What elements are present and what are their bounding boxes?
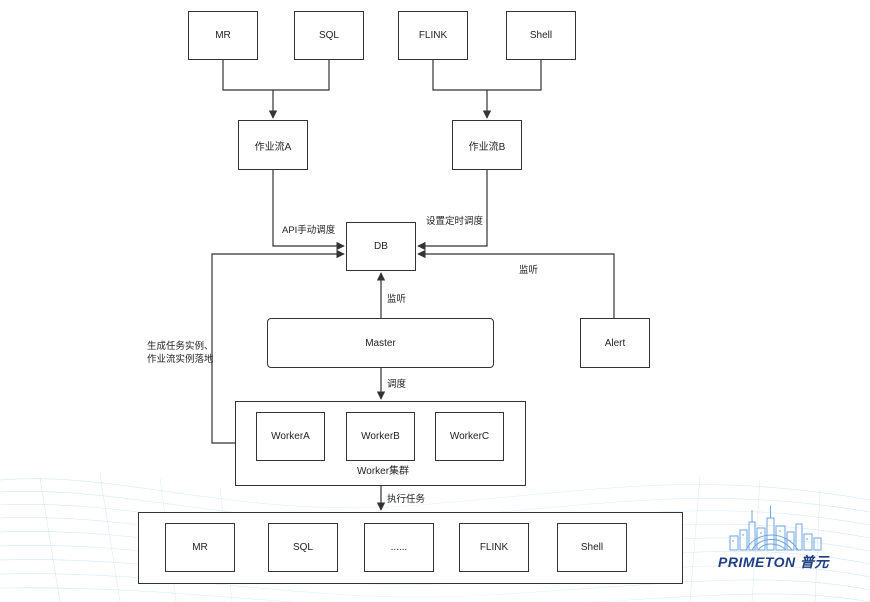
node-ellipsis-bottom: ...... [364,523,434,572]
node-alert-label: Alert [604,337,626,349]
node-db-label: DB [374,241,388,252]
node-workflow-b-label: 作业流B [468,141,506,153]
node-flink-top-label: FLINK [418,30,448,41]
edge-label-generate-line1: 生成任务实例、 [147,341,214,352]
node-master-label: Master [365,337,396,349]
node-workflow-a: 作业流A [238,120,308,170]
node-flink-bottom: FLINK [459,523,529,572]
primeton-logo-text: PRIMETON 普元 [718,554,830,570]
primeton-skyline-icon [729,506,822,551]
edge-label-listen-alert: 监听 [519,265,539,276]
node-sql-top: SQL [294,11,364,60]
node-shell-top-label: Shell [529,30,553,41]
node-ellipsis-bottom-label: ...... [390,542,408,553]
node-shell-bottom: Shell [557,523,627,572]
edge-label-api-manual: API手动调度 [282,225,336,236]
edge-alert-to-db [417,249,615,318]
node-alert: Alert [580,318,650,368]
node-sql-top-label: SQL [318,30,339,41]
node-shell-top: Shell [506,11,576,60]
node-sql-bottom-label: SQL [292,542,313,553]
node-db: DB [346,222,416,271]
node-shell-bottom-label: Shell [580,542,604,553]
edge-label-schedule: 调度 [387,379,407,390]
node-worker-c: WorkerC [435,412,504,461]
node-sql-bottom: SQL [268,523,338,572]
node-master: Master [267,318,494,368]
node-worker-b: WorkerB [346,412,415,461]
node-worker-a-label: WorkerA [271,431,310,442]
node-mr-top-label: MR [215,30,231,41]
node-mr-bottom: MR [165,523,235,572]
edge-workflow-b-to-db [417,170,488,251]
worker-cluster-label: Worker集群 [357,466,410,477]
node-worker-a: WorkerA [256,412,325,461]
edge-worker-to-db [211,249,345,444]
edge-label-timed: 设置定时调度 [426,216,484,227]
node-mr-top: MR [188,11,258,60]
edge-label-generate-line2: 作业流实例落地 [147,354,214,365]
edge-flink-shell-to-workflow-b [432,60,542,91]
node-mr-bottom-label: MR [192,542,208,553]
node-workflow-a-label: 作业流A [254,141,292,153]
node-worker-b-label: WorkerB [361,431,400,442]
node-workflow-b: 作业流B [452,120,522,170]
edge-label-execute: 执行任务 [387,494,426,505]
edge-workflow-a-to-db [272,170,345,251]
edge-label-listen-master: 监听 [387,294,407,305]
edge-mr-sql-to-workflow-a [222,60,330,91]
node-flink-top: FLINK [398,11,468,60]
node-flink-bottom-label: FLINK [479,542,509,553]
node-worker-c-label: WorkerC [449,431,490,442]
